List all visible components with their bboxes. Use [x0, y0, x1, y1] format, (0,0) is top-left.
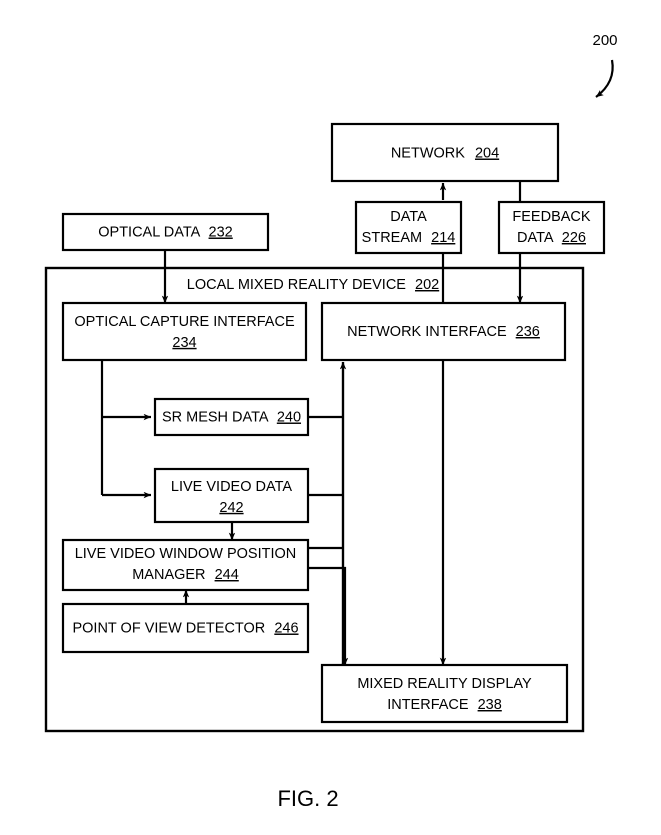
- live-video-data-box: [153, 467, 310, 524]
- feedback-data-label-line1: FEEDBACK: [512, 209, 590, 225]
- system-reference-number: 200: [592, 32, 617, 49]
- optical-capture-interface-ref: 234: [172, 335, 196, 351]
- pov-detector-label-text: POINT OF VIEW DETECTOR: [72, 620, 265, 636]
- display-interface-ref: 238: [478, 697, 502, 713]
- mixed-reality-display-interface-box: [320, 663, 569, 724]
- position-manager-label-line1: LIVE VIDEO WINDOW POSITION: [75, 546, 297, 562]
- pov-detector-ref: 246: [274, 620, 298, 636]
- sr-mesh-data-box: [153, 397, 310, 437]
- device-label-backdrop: [185, 272, 441, 296]
- position-manager-label-line2: MANAGER 244: [132, 567, 239, 583]
- network-label-text: NETWORK: [391, 145, 465, 161]
- curved-arrow-icon: [595, 59, 614, 98]
- network-interface-label-text: NETWORK INTERFACE: [347, 324, 507, 340]
- display-interface-label-text: INTERFACE: [387, 697, 469, 713]
- local-device-label: LOCAL MIXED REALITY DEVICE 202: [187, 277, 439, 293]
- network-box: [330, 122, 560, 183]
- feedback-data-label-text: DATA: [517, 230, 554, 246]
- network-interface-ref: 236: [516, 324, 540, 340]
- local-device-label-text: LOCAL MIXED REALITY DEVICE: [187, 277, 407, 293]
- network-ref: 204: [475, 145, 499, 161]
- feedback-data-box: [497, 200, 606, 255]
- optical-data-ref: 232: [209, 224, 233, 240]
- data-stream-label-line1: DATA: [390, 209, 427, 225]
- pov-detector-label: POINT OF VIEW DETECTOR 246: [72, 620, 298, 636]
- data-stream-label-line2: STREAM 214: [362, 230, 456, 246]
- optical-data-box: [61, 212, 270, 252]
- position-manager-ref: 244: [215, 567, 239, 583]
- data-stream-ref: 214: [431, 230, 455, 246]
- point-of-view-detector-box: [61, 602, 310, 654]
- network-label: NETWORK 204: [391, 145, 499, 161]
- live-video-data-label: LIVE VIDEO DATA: [171, 479, 292, 495]
- sr-mesh-data-label: SR MESH DATA 240: [162, 409, 301, 425]
- local-mixed-reality-device-container: [44, 266, 585, 733]
- position-manager-label-text: MANAGER: [132, 567, 205, 583]
- local-device-ref: 202: [415, 277, 439, 293]
- display-interface-label-line1: MIXED REALITY DISPLAY: [357, 676, 532, 692]
- display-interface-label-line2: INTERFACE 238: [387, 697, 502, 713]
- data-stream-label-text: STREAM: [362, 230, 422, 246]
- figure-caption: FIG. 2: [277, 786, 338, 811]
- network-interface-box: [320, 301, 567, 362]
- optical-capture-interface-box: [61, 301, 308, 362]
- sr-mesh-data-ref: 240: [277, 409, 301, 425]
- optical-data-label: OPTICAL DATA 232: [98, 224, 233, 240]
- live-video-data-ref: 242: [219, 500, 243, 516]
- network-interface-label: NETWORK INTERFACE 236: [347, 324, 540, 340]
- sr-mesh-data-label-text: SR MESH DATA: [162, 409, 269, 425]
- live-video-window-position-manager-box: [61, 538, 310, 592]
- connector-position-manager-to-display-interface: [308, 566, 349, 666]
- data-stream-box: [354, 200, 463, 255]
- feedback-data-ref: 226: [562, 230, 586, 246]
- optical-capture-interface-label: OPTICAL CAPTURE INTERFACE: [74, 314, 295, 330]
- optical-data-label-text: OPTICAL DATA: [98, 224, 200, 240]
- feedback-data-label-line2: DATA 226: [517, 230, 586, 246]
